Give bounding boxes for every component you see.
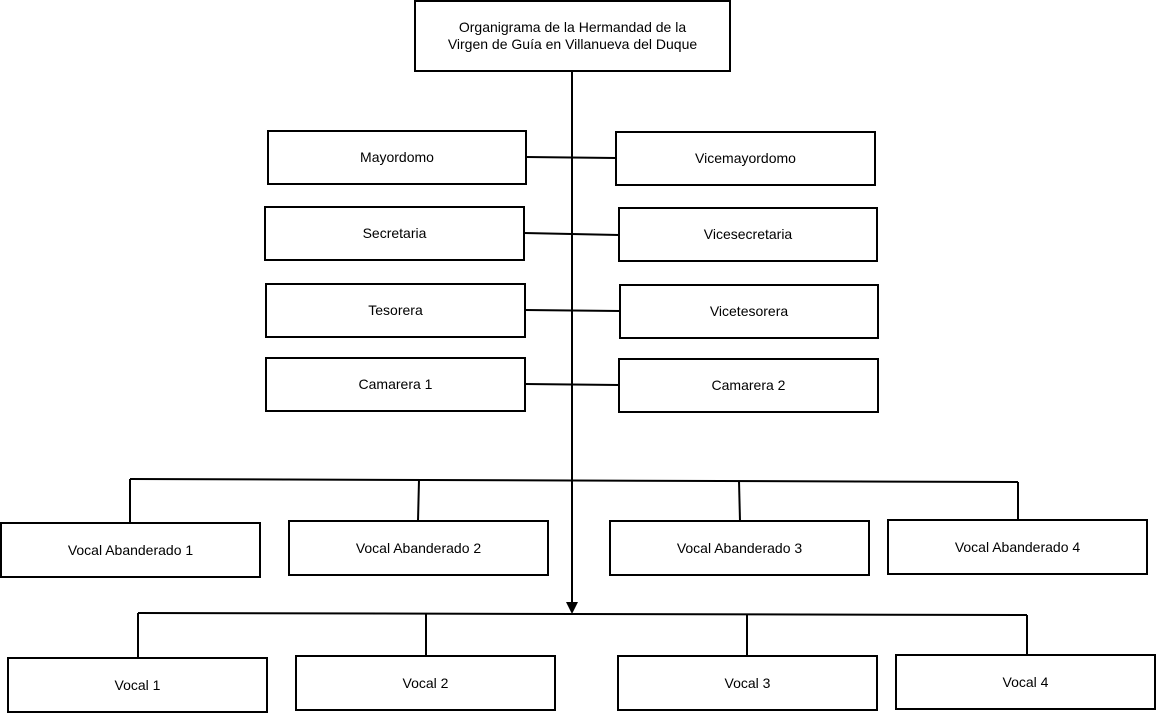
vicemayordomo-box: Vicemayordomo — [615, 131, 876, 186]
title-text: Organigrama de la Hermandad de la Virgen… — [447, 19, 698, 52]
vocal-1-label: Vocal 1 — [114, 676, 161, 693]
connector-camarera — [524, 383, 620, 386]
vicetesorera-box: Vicetesorera — [619, 284, 879, 339]
secretaria-label: Secretaria — [362, 225, 427, 241]
camarera-2-box: Camarera 2 — [618, 358, 879, 413]
mayordomo-label: Mayordomo — [360, 149, 434, 165]
camarera-1-box: Camarera 1 — [265, 357, 526, 412]
connector-tesorera — [524, 309, 621, 312]
tesorera-label: Tesorera — [368, 302, 423, 318]
vocal-abanderado-2-box: Vocal Abanderado 2 — [288, 520, 549, 576]
vicetesorera-label: Vicetesorera — [709, 303, 789, 319]
abanderado-3-drop — [738, 480, 741, 522]
vocal-abanderado-4-box: Vocal Abanderado 4 — [887, 519, 1148, 575]
vocal-abanderado-3-label: Vocal Abanderado 3 — [676, 539, 803, 556]
vocal-3-label: Vocal 3 — [724, 674, 771, 691]
vocal-2-box: Vocal 2 — [295, 655, 556, 711]
vicesecretaria-box: Vicesecretaria — [618, 207, 878, 262]
vicesecretaria-label: Vicesecretaria — [703, 226, 793, 242]
camarera-1-label: Camarera 1 — [358, 376, 433, 392]
connector-mayordomo — [525, 156, 617, 159]
mayordomo-box: Mayordomo — [267, 130, 527, 185]
vocal-abanderado-3-box: Vocal Abanderado 3 — [609, 520, 870, 576]
trunk-arrowhead — [566, 602, 578, 614]
vocales-bus — [137, 612, 1028, 616]
vicemayordomo-label: Vicemayordomo — [695, 150, 796, 166]
vocal-abanderado-1-label: Vocal Abanderado 1 — [67, 541, 194, 558]
tesorera-box: Tesorera — [265, 283, 526, 338]
secretaria-box: Secretaria — [264, 206, 525, 261]
abanderado-2-drop — [417, 479, 420, 522]
vocal-4-label: Vocal 4 — [1002, 673, 1049, 690]
camarera-2-label: Camarera 2 — [711, 377, 786, 393]
vocal-4-box: Vocal 4 — [895, 654, 1156, 710]
vocal-abanderado-1-box: Vocal Abanderado 1 — [0, 522, 261, 578]
vocal-3-box: Vocal 3 — [617, 655, 878, 711]
abanderados-bus — [129, 478, 1019, 483]
vocal-abanderado-2-label: Vocal Abanderado 2 — [355, 539, 482, 556]
vocal-1-box: Vocal 1 — [7, 657, 268, 713]
connector-secretaria — [523, 232, 620, 236]
title-box: Organigrama de la Hermandad de la Virgen… — [414, 0, 731, 72]
vocal-abanderado-4-label: Vocal Abanderado 4 — [954, 538, 1081, 555]
vocal-2-label: Vocal 2 — [402, 674, 449, 691]
